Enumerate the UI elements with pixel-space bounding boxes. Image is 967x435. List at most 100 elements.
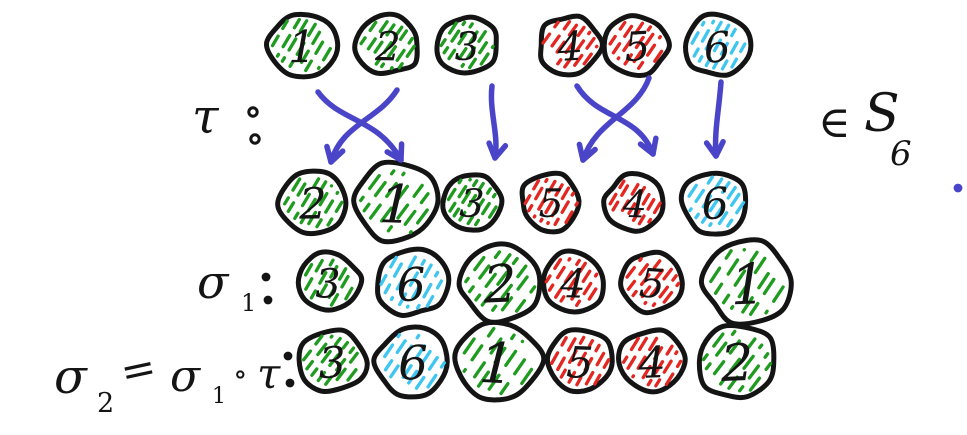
hatch-stroke — [692, 19, 716, 58]
hatch-stroke — [477, 44, 495, 69]
hatch-stroke — [720, 34, 743, 71]
hatch-stroke — [315, 190, 340, 229]
element-number: 2 — [374, 24, 401, 70]
hatch-stroke — [740, 261, 777, 315]
hatch-stroke — [647, 201, 663, 224]
hatch-stroke — [374, 25, 404, 66]
element-circle-tau-output-pos6: 6 — [678, 170, 749, 237]
hatch-stroke — [554, 258, 581, 299]
tau-label: τ — [192, 89, 220, 145]
hatch-stroke — [514, 363, 537, 394]
hatch-stroke — [621, 335, 641, 364]
dot — [247, 106, 259, 118]
dot — [285, 378, 295, 388]
hatch-stroke — [442, 20, 467, 55]
hatch-stroke — [474, 192, 497, 227]
hatch-stroke — [309, 258, 335, 300]
tau-arrow-3-to-3 — [486, 83, 509, 161]
hatch-stroke — [305, 334, 334, 371]
hatch-stroke — [448, 177, 472, 213]
arrow-head — [637, 135, 659, 157]
element-number: 3 — [454, 25, 480, 70]
hatch-stroke — [626, 257, 654, 291]
hatch-stroke — [491, 264, 528, 312]
element-number: 6 — [396, 257, 427, 312]
hatch-stroke — [389, 36, 414, 71]
hatch-stroke — [727, 343, 764, 390]
sigma2-tau: τ — [257, 349, 281, 398]
hatch-stroke — [544, 258, 563, 284]
hatch-stroke — [700, 181, 731, 224]
hatch-stroke — [637, 263, 669, 303]
hatch-stroke — [556, 25, 586, 66]
hatch-stroke — [523, 179, 541, 206]
hatch-stroke — [637, 192, 659, 226]
hatch-stroke — [397, 192, 430, 235]
hatch-stroke — [499, 270, 533, 314]
hatch-stroke — [694, 177, 724, 220]
hatch-stroke — [444, 178, 463, 205]
hatch-stroke — [466, 187, 493, 226]
hatch-stroke — [315, 260, 341, 303]
element-circle-tau-input-pos2: 2 — [352, 11, 420, 77]
hatch-stroke — [709, 249, 733, 284]
hatch-stroke — [283, 176, 302, 206]
compose-operator: ∘ — [233, 357, 248, 392]
stray-blue-dot — [953, 183, 963, 193]
hatch-stroke — [368, 171, 406, 221]
group-name: S — [864, 84, 900, 144]
hatch-stroke — [532, 179, 557, 219]
hatch-stroke — [383, 332, 412, 372]
hatch-stroke — [625, 334, 650, 372]
element-number: 1 — [288, 22, 317, 73]
element-number: 5 — [566, 338, 595, 389]
element-number: 2 — [719, 334, 755, 394]
dot — [953, 183, 963, 193]
hatch-stroke — [611, 178, 633, 212]
hatch-stroke — [608, 20, 627, 46]
hatch-stroke — [460, 30, 487, 68]
hatch-stroke — [567, 266, 594, 306]
hatch-stroke — [636, 35, 662, 70]
hatch-stroke — [454, 25, 482, 66]
element-circle-sigma1-pos2: 6 — [375, 246, 452, 318]
hatch-stroke — [405, 263, 433, 309]
hatch-stroke — [462, 326, 496, 373]
hatch-stroke — [362, 169, 396, 213]
sigma2-rhs-subscript: 1 — [212, 384, 226, 409]
hatch-stroke — [730, 42, 747, 69]
arrow-head — [703, 138, 726, 159]
hatch-stroke — [712, 27, 737, 70]
element-circle-sigma2-pos4: 5 — [544, 327, 615, 395]
hatch-stroke — [547, 257, 572, 292]
hatch-stroke — [342, 362, 363, 388]
hatch-stroke — [575, 343, 601, 387]
hatch-stroke — [575, 272, 599, 308]
hatch-stroke — [651, 274, 678, 308]
hatch-stroke — [380, 29, 409, 69]
hatch-stroke — [397, 43, 417, 70]
hatch-stroke — [608, 179, 626, 206]
hatch-stroke — [704, 23, 731, 68]
element-of-symbol: ∈ — [818, 97, 851, 148]
arrow-head — [486, 140, 509, 161]
hatch-stroke — [713, 247, 747, 295]
element-circle-tau-output-pos2: 1 — [351, 159, 441, 245]
hatch-stroke — [631, 336, 659, 379]
hatch-stroke — [514, 285, 537, 313]
hatch-stroke — [688, 175, 714, 213]
element-number: 6 — [700, 179, 731, 231]
hatch-stroke — [397, 338, 431, 385]
sigma2-lhs: σ — [54, 349, 88, 405]
hatch-stroke — [715, 191, 742, 229]
hatch-stroke — [389, 333, 421, 379]
element-number: 3 — [459, 181, 486, 227]
element-number: 6 — [398, 336, 429, 392]
element-circle-tau-input-pos5: 5 — [601, 13, 672, 78]
hatch-stroke — [729, 254, 768, 310]
element-circle-sigma2-pos3: 1 — [452, 319, 547, 403]
element-number: 1 — [729, 252, 767, 318]
arrow-shaft — [712, 79, 724, 159]
